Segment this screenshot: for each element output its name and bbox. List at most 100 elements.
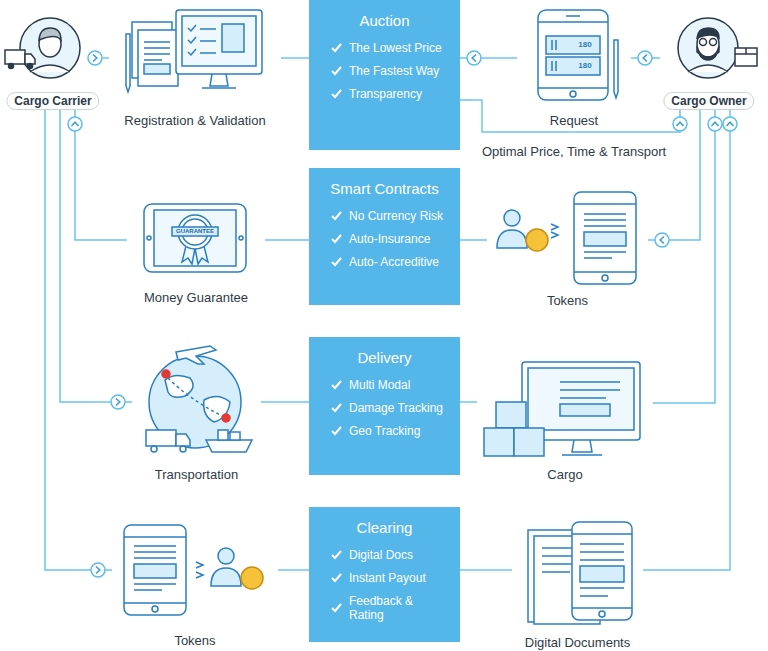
digital-documents-icon-part — [599, 611, 605, 617]
digital-documents-icon — [528, 522, 632, 624]
check-mark — [331, 211, 342, 221]
tokens-clearing-icon-part — [152, 606, 158, 612]
bullet-text: Instant Payout — [349, 571, 426, 585]
bullet-text: Multi Modal — [349, 378, 410, 392]
flow-connector — [460, 401, 477, 403]
check-mark — [331, 426, 342, 436]
flow-connector — [278, 569, 309, 571]
carrier-avatar-part — [5, 50, 25, 64]
owner-avatar-part — [697, 46, 719, 60]
transportation-globe-icon-part — [151, 446, 157, 452]
item-label: Digital Documents — [512, 635, 643, 650]
transportation-globe-icon-part — [176, 434, 190, 446]
item-label: Tokens — [112, 633, 278, 648]
badge-text: GUARANTEE — [176, 228, 214, 234]
item-label: Transportation — [132, 467, 261, 482]
request-phone-icon-part — [552, 40, 556, 71]
flow-connector — [643, 110, 730, 570]
request-phone-icon-part — [614, 40, 618, 98]
check-mark — [331, 257, 342, 267]
bullet-row: Geo Tracking — [331, 424, 450, 438]
money-guarantee-tablet-icon-part — [144, 204, 246, 272]
tokens-item: Tokens — [487, 188, 648, 308]
check-stroke — [332, 212, 341, 219]
cargo-monitor-icon-part — [496, 402, 526, 428]
clearing-panel: ClearingDigital DocsInstant PayoutFeedba… — [309, 507, 460, 642]
cargo-item: Cargo — [477, 352, 653, 482]
bullet-text: No Currency Risk — [349, 209, 443, 223]
panel-heading: Auction — [319, 12, 450, 29]
flow-connector — [45, 110, 112, 570]
cargo-monitor-icon-part — [560, 382, 620, 398]
check-stroke — [332, 574, 341, 581]
item-label: Money Guarantee — [127, 290, 265, 305]
bullet-row: Multi Modal — [331, 378, 450, 392]
bullet-text: Auto-Insurance — [349, 232, 430, 246]
request-phone-icon-part — [546, 57, 600, 75]
check-stroke — [332, 404, 341, 411]
check-mark — [331, 403, 342, 413]
field-value: 180 — [578, 61, 591, 70]
money-guarantee-tablet-icon-part — [147, 236, 151, 240]
transportation-globe-icon-part — [204, 396, 230, 422]
bullet-row: Auto-Insurance — [331, 232, 450, 246]
request-phone-icon-part — [546, 36, 600, 54]
bullet-row: Damage Tracking — [331, 401, 450, 415]
registration-icon-part — [144, 42, 170, 60]
tokens-transfer-icon-part — [526, 229, 548, 251]
bullet-row: Auto- Accreditive — [331, 255, 450, 269]
money-guarantee-tablet-icon-part — [239, 236, 243, 240]
cargo-owner-persona: Cargo Owner — [660, 14, 758, 110]
owner-avatar — [678, 18, 757, 78]
registration-icon — [126, 10, 262, 92]
check-mark — [331, 550, 342, 560]
digital-documents-icon-part — [580, 566, 624, 582]
carrier-avatar-part — [28, 64, 33, 69]
registration-icon-part — [144, 64, 170, 74]
flow-connector — [631, 57, 660, 59]
carrier-avatar-part — [39, 28, 61, 40]
owner-avatar-part — [688, 65, 728, 72]
item-label: Registration & Validation — [109, 113, 281, 128]
tokens-transfer-icon-part — [574, 192, 636, 284]
smart-contracts-panel: Smart ContractsNo Currency RiskAuto-Insu… — [309, 168, 460, 305]
tokens-clearing-icon-part — [124, 525, 186, 615]
tokens-transfer-icon-part — [574, 204, 636, 272]
panel-heading: Delivery — [319, 349, 450, 366]
bullet-row: Feedback & Rating — [331, 594, 450, 622]
carrier-avatar-part — [20, 18, 80, 78]
carrier-avatar-part — [25, 54, 35, 64]
check-mark — [331, 573, 342, 583]
flow-connector — [281, 57, 309, 59]
money-guarantee-tablet-icon-part — [154, 210, 236, 266]
cargo-monitor-icon-part — [528, 368, 634, 430]
registration-item: Registration & Validation — [109, 5, 281, 128]
cargo-carrier-persona: Cargo Carrier — [3, 14, 103, 110]
check-stroke — [332, 604, 341, 611]
tokens-clearing-icon-part — [241, 567, 263, 589]
digital-documents-icon-part — [580, 588, 624, 596]
registration-icon-part — [138, 30, 178, 86]
digital-documents-icon-part — [572, 522, 632, 620]
tokens-clearing-icon-part — [134, 564, 176, 578]
tokens-transfer-icon-part — [504, 210, 520, 226]
check-mark — [331, 66, 342, 76]
registration-icon-part — [176, 10, 262, 74]
panel-heading: Clearing — [319, 519, 450, 536]
request-item: Request — [517, 5, 631, 128]
transportation-globe-icon-part — [206, 440, 252, 452]
bullet-text: Geo Tracking — [349, 424, 420, 438]
transportation-globe-icon-part — [176, 346, 216, 364]
bullet-row: Transparency — [331, 87, 450, 101]
tokens-clearing-icon-part — [211, 568, 241, 586]
tokens-clearing-icon-part — [134, 546, 176, 558]
carrier-avatar — [5, 18, 80, 78]
check-stroke — [332, 427, 341, 434]
check-stroke — [332, 258, 341, 265]
registration-icon-part — [182, 16, 256, 66]
transportation-globe-icon-part — [180, 446, 186, 452]
bullet-row: No Currency Risk — [331, 209, 450, 223]
check-stroke — [332, 381, 341, 388]
owner-avatar-part — [735, 48, 757, 54]
bullet-row: The Fastest Way — [331, 64, 450, 78]
